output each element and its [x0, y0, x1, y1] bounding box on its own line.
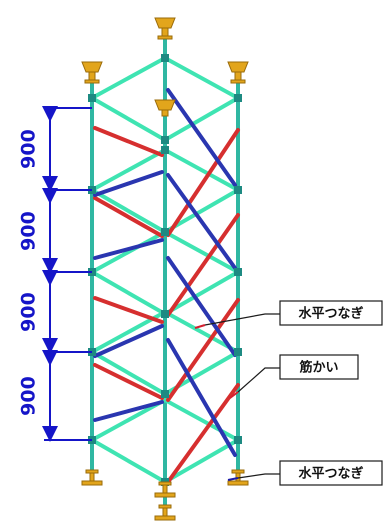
jacks-top: [81, 17, 249, 117]
jack-top-center-back: [154, 17, 176, 29]
jack-top-left: [81, 61, 103, 73]
callout-1: 水平つなぎ: [194, 300, 383, 329]
dimension-labels: 900 900 900 900: [18, 129, 40, 416]
dim-label-3: 900: [18, 292, 40, 332]
jack-top-right: [227, 61, 249, 73]
dim-label-1: 900: [18, 129, 40, 169]
dimension-lines: [42, 106, 92, 442]
dim-label-4: 900: [18, 376, 40, 416]
jack-top-center-front: [154, 99, 176, 111]
jacks-bottom: [81, 469, 249, 521]
callout-label-2: 筋かい: [298, 360, 338, 376]
callout-3: 水平つなぎ: [227, 460, 383, 486]
callout-2: 筋かい: [229, 354, 359, 399]
callout-label-1: 水平つなぎ: [298, 306, 363, 322]
braces-red: [93, 126, 240, 484]
dim-label-2: 900: [18, 211, 40, 251]
braces-blue: [93, 88, 237, 457]
callout-label-3: 水平つなぎ: [298, 466, 363, 482]
